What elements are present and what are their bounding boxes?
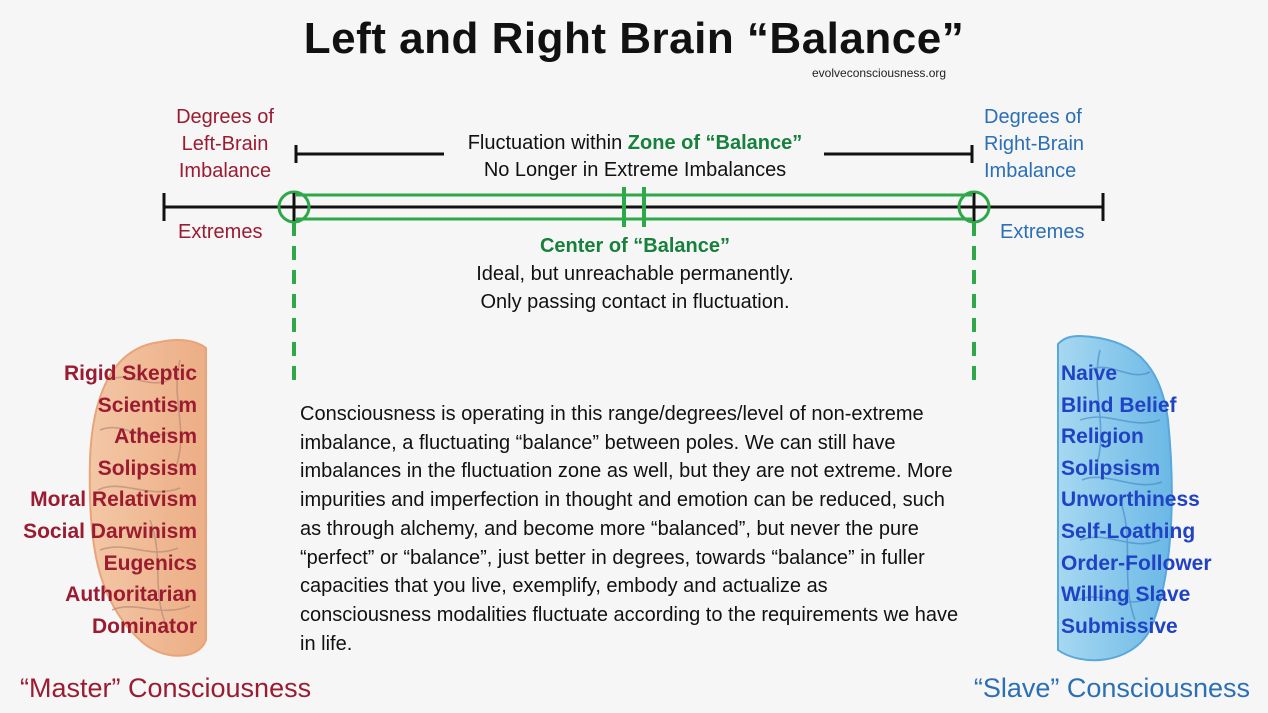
list-item: Naive [1061, 362, 1118, 385]
list-item: Solipsism [97, 456, 197, 480]
center-marks [622, 187, 646, 227]
center-line-1: Ideal, but unreachable permanently. [476, 263, 794, 285]
page-title: Left and Right Brain “Balance” [303, 14, 965, 63]
list-item: Order-Follower [1061, 551, 1212, 575]
list-item: Willing Slave [1061, 583, 1191, 607]
description-paragraph: Consciousness is operating in this range… [300, 403, 959, 655]
slave-consciousness-label: “Slave” Consciousness [973, 673, 1250, 703]
zone-subtitle: No Longer in Extreme Imbalances [483, 159, 787, 181]
list-item: Religion [1061, 425, 1144, 449]
center-line-2: Only passing contact in fluctuation. [480, 291, 790, 313]
list-item: Solipsism [1061, 456, 1161, 480]
list-item: Blind Belief [1061, 393, 1177, 417]
list-item: Moral Relativism [30, 488, 197, 512]
center-title: Center of “Balance” [539, 235, 731, 257]
list-item: Self-Loathing [1061, 519, 1196, 543]
left-brain-image [88, 339, 207, 657]
center-of-balance-label: Center of “Balance” Ideal, but unreachab… [380, 232, 890, 316]
list-item: Rigid Skeptic [63, 362, 197, 385]
right-degrees-label: Degrees of Right-Brain Imbalance [984, 106, 1085, 182]
zone-of-balance-label: Fluctuation within Zone of “Balance” No … [380, 130, 890, 184]
list-item: Scientism [97, 393, 197, 417]
left-extremes-label: Extremes [178, 221, 263, 243]
list-item: Submissive [1061, 614, 1178, 638]
right-extremes-label: Extremes [1000, 221, 1085, 243]
zone-dashed-lines [292, 222, 976, 382]
left-traits-list: Rigid Skeptic Scientism Atheism Solipsis… [23, 358, 197, 642]
left-degrees-label: Degrees of Left-Brain Imbalance [176, 106, 274, 182]
right-traits-list: Naive Blind Belief Religion Solipsism Un… [1061, 358, 1212, 642]
site-credit: evolveconsciousness.org [812, 66, 947, 80]
balance-scale [162, 193, 1105, 221]
master-consciousness-label: “Master” Consciousness [20, 673, 312, 703]
list-item: Unworthiness [1061, 488, 1200, 512]
zone-bracket [294, 145, 974, 163]
right-brain-image [1057, 334, 1173, 662]
list-item: Authoritarian [65, 583, 197, 607]
list-item: Social Darwinism [23, 519, 197, 543]
list-item: Atheism [114, 425, 197, 449]
zone-name: Zone of “Balance” [627, 132, 803, 154]
list-item: Eugenics [103, 551, 197, 575]
list-item: Dominator [92, 614, 197, 638]
